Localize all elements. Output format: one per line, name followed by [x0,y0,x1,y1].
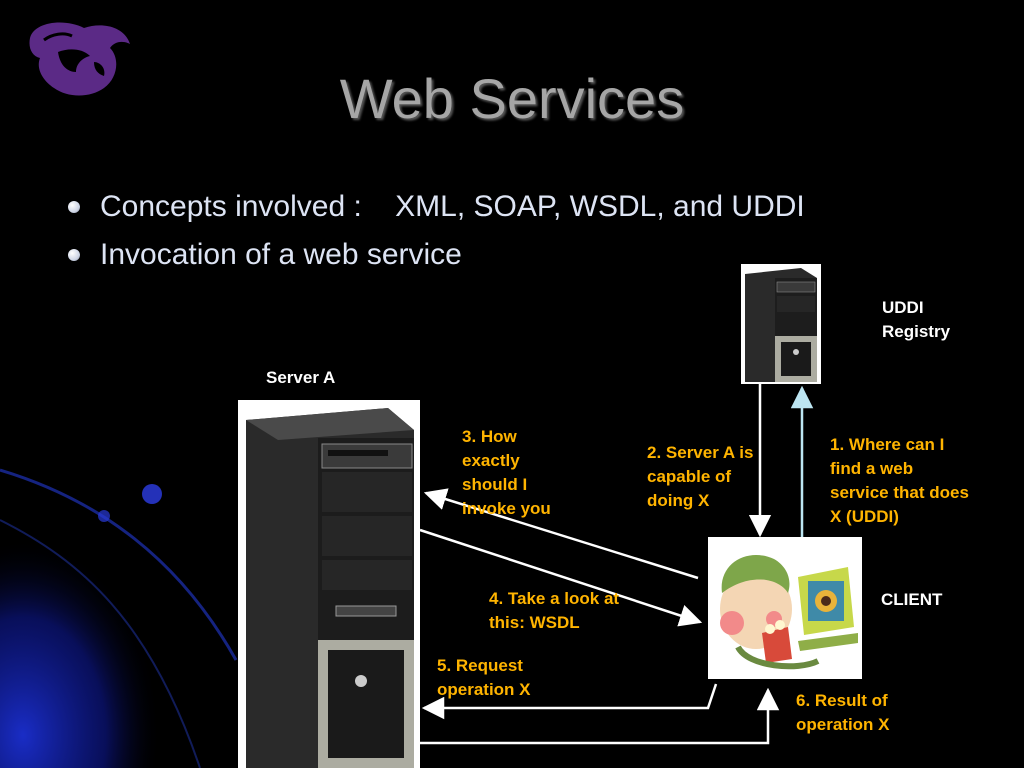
bullet-item: Invocation of a web service [62,234,805,282]
bullet-text: Invocation of a web service [100,238,462,271]
step-6-text: 6. Result of operation X [796,691,890,734]
bullet-text: Concepts involved : XML, SOAP, WSDL, and… [100,190,805,223]
step-4-text: 4. Take a look at this: WSDL [489,589,620,632]
bullet-item: Concepts involved : XML, SOAP, WSDL, and… [62,186,805,234]
step-3-text: 3. How exactly should I invoke you [462,427,551,518]
bullet-dot-icon [68,201,80,213]
arrow-server-to-client [419,528,703,627]
bullet-dot-icon [68,249,80,261]
step-5-text: 5. Request operation X [437,656,531,699]
bullet-list: Concepts involved : XML, SOAP, WSDL, and… [62,186,805,282]
server-a-label: Server A [266,368,336,387]
arrow-result-operation [420,687,780,745]
step-1-text: 1. Where can I find a web service that d… [830,435,969,526]
step-2-text: 2. Server A is capable of doing X [647,443,754,510]
uddi-server-icon [741,264,821,384]
arrow-client-to-server [423,488,699,580]
client-label: CLIENT [881,590,943,609]
uddi-registry-label: UDDI Registry [882,298,951,341]
server-tower-icon [238,400,420,768]
client-clipart-icon [708,537,862,679]
wildcat-logo-icon [29,22,130,96]
arrow-request-operation [421,683,718,720]
slide-title: Web Services [339,67,685,130]
